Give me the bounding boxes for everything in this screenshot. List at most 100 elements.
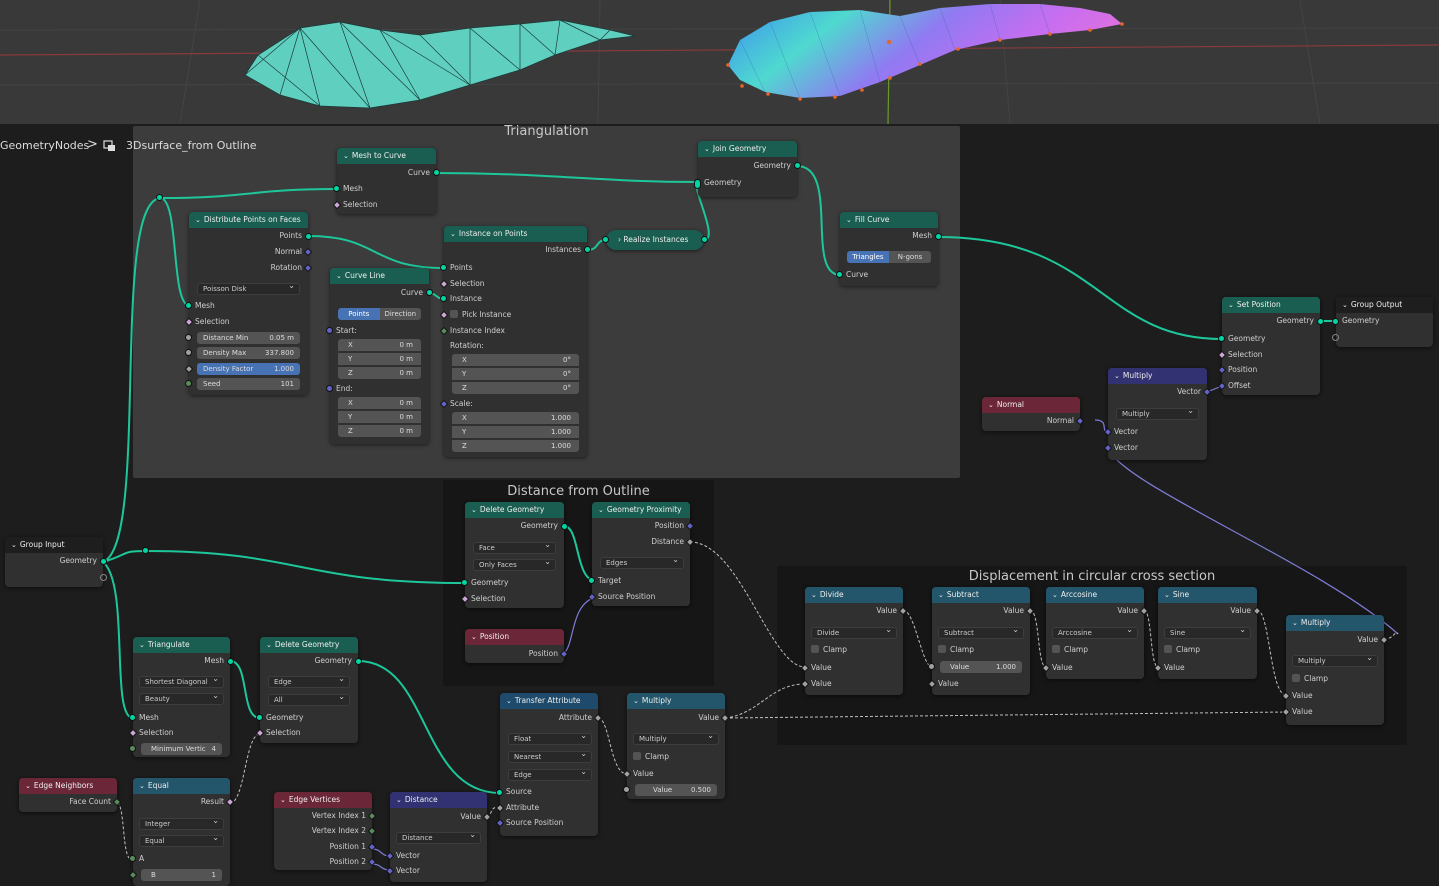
socket-target-in[interactable] bbox=[588, 577, 595, 584]
node-triangulate[interactable]: ⌄Triangulate Mesh Shortest Diagonal Beau… bbox=[128, 637, 234, 757]
socket-distance-min[interactable] bbox=[185, 334, 192, 341]
mapping-dropdown[interactable]: Nearest bbox=[508, 749, 592, 763]
socket-mesh-in[interactable] bbox=[129, 714, 136, 721]
socket-attribute-in[interactable] bbox=[495, 803, 505, 813]
socket-empty[interactable] bbox=[100, 574, 107, 581]
mode-points-button[interactable]: Points bbox=[338, 308, 380, 320]
node-mesh-to-curve[interactable]: ⌄Mesh to Curve Curve Mesh Selection bbox=[332, 148, 440, 214]
node-header[interactable]: ⌄Geometry Proximity bbox=[592, 502, 690, 518]
mode-ngons-button[interactable]: N-gons bbox=[889, 251, 931, 263]
node-header[interactable]: ⌄Multiply bbox=[1286, 615, 1384, 631]
node-header[interactable]: ⌄Delete Geometry bbox=[260, 637, 358, 653]
operation-dropdown[interactable]: Multiply bbox=[1292, 653, 1378, 667]
node-header[interactable]: ⌄Transfer Attribute bbox=[500, 693, 598, 709]
socket-a-in[interactable] bbox=[129, 855, 136, 862]
chevron-down-icon[interactable]: ⌄ bbox=[266, 641, 272, 649]
node-header[interactable]: ⌄Normal bbox=[982, 397, 1080, 413]
node-compare-equal[interactable]: ⌄Equal Result Integer Equal A B1 bbox=[128, 778, 235, 886]
domain-dropdown[interactable]: Edge bbox=[508, 767, 592, 781]
socket-geometry-out[interactable] bbox=[794, 162, 801, 169]
data-type-dropdown[interactable]: Integer bbox=[139, 816, 224, 830]
socket-position-1-out[interactable] bbox=[367, 842, 377, 852]
quad-method-dropdown[interactable]: Shortest Diagonal bbox=[139, 674, 224, 688]
chevron-down-icon[interactable]: ⌄ bbox=[139, 782, 145, 790]
node-header[interactable]: ⌄Edge Neighbors bbox=[19, 778, 117, 794]
chevron-down-icon[interactable]: ⌄ bbox=[1164, 591, 1170, 599]
node-header[interactable]: ⌄Set Position bbox=[1222, 297, 1320, 313]
data-type-dropdown[interactable]: Float bbox=[508, 731, 592, 745]
reroute-dot[interactable] bbox=[142, 547, 149, 554]
chevron-down-icon[interactable]: ⌄ bbox=[846, 216, 852, 224]
node-header[interactable]: ⌄Group Output bbox=[1336, 297, 1433, 313]
socket-geometry-out[interactable] bbox=[1317, 318, 1324, 325]
socket-value-in[interactable] bbox=[622, 769, 632, 779]
chevron-down-icon[interactable]: ⌄ bbox=[11, 541, 17, 549]
checkbox-icon[interactable] bbox=[450, 310, 458, 318]
node-math-divide[interactable]: ⌄Divide Value Divide Clamp Value Value bbox=[800, 587, 908, 695]
checkbox-icon[interactable] bbox=[811, 645, 819, 653]
socket-value-a-in[interactable] bbox=[928, 663, 935, 670]
socket-offset-in[interactable] bbox=[1217, 381, 1227, 391]
chevron-down-icon[interactable]: ⌄ bbox=[1292, 619, 1298, 627]
operation-dropdown[interactable]: Divide bbox=[811, 625, 897, 639]
node-group-input[interactable]: ⌄Group Input Geometry bbox=[5, 537, 107, 587]
socket-start[interactable] bbox=[326, 327, 333, 334]
chevron-down-icon[interactable]: ⌄ bbox=[471, 633, 477, 641]
socket-geometry-out[interactable] bbox=[701, 236, 708, 243]
checkbox-icon[interactable] bbox=[938, 645, 946, 653]
chevron-down-icon[interactable]: ⌄ bbox=[1228, 301, 1234, 309]
node-header[interactable]: ⌄Join Geometry bbox=[698, 141, 797, 157]
socket-vector-a-in[interactable] bbox=[1103, 427, 1113, 437]
pick-instance-checkbox[interactable]: Pick Instance bbox=[450, 309, 581, 321]
socket-curve-in[interactable] bbox=[836, 271, 843, 278]
chevron-down-icon[interactable]: ⌄ bbox=[336, 272, 342, 280]
mode-dropdown[interactable]: Only Faces bbox=[473, 557, 556, 571]
clamp-checkbox[interactable]: Clamp bbox=[1052, 644, 1138, 656]
socket-vector-b-in[interactable] bbox=[1103, 443, 1113, 453]
node-header[interactable]: ⌄Equal bbox=[133, 778, 230, 794]
socket-selection-in[interactable] bbox=[1217, 350, 1227, 360]
node-header[interactable]: ⌄Mesh to Curve bbox=[337, 148, 436, 164]
socket-source-in[interactable] bbox=[496, 789, 503, 796]
socket-position-2-out[interactable] bbox=[367, 857, 377, 867]
chevron-down-icon[interactable]: ⌄ bbox=[195, 216, 201, 224]
node-vector-multiply[interactable]: ⌄Multiply Vector Multiply Vector Vector bbox=[1103, 368, 1212, 460]
node-header[interactable]: ⌄Instance on Points bbox=[444, 226, 587, 242]
distribute-mode-dropdown[interactable]: Poisson Disk bbox=[197, 281, 300, 295]
clamp-checkbox[interactable]: Clamp bbox=[1292, 673, 1378, 685]
mode-triangles-button[interactable]: Triangles bbox=[847, 251, 889, 263]
socket-vector-b-in[interactable] bbox=[385, 866, 395, 876]
node-math-sine[interactable]: ⌄Sine Value Sine Clamp Value bbox=[1153, 587, 1262, 679]
chevron-down-icon[interactable]: ⌄ bbox=[811, 591, 817, 599]
node-header[interactable]: ⌄Delete Geometry bbox=[465, 502, 564, 518]
domain-dropdown[interactable]: Edge bbox=[268, 674, 350, 688]
socket-mesh-in[interactable] bbox=[185, 302, 192, 309]
node-header[interactable]: ⌄Distance bbox=[390, 792, 487, 808]
socket-mesh-in[interactable] bbox=[333, 185, 340, 192]
node-math-subtract[interactable]: ⌄Subtract Value Subtract Clamp Value1.00… bbox=[927, 587, 1035, 695]
socket-geometry-in[interactable] bbox=[461, 579, 468, 586]
socket-density-max[interactable] bbox=[185, 349, 192, 356]
node-math-multiply-final[interactable]: ⌄Multiply Value Multiply Clamp Value Val… bbox=[1281, 615, 1389, 725]
node-header[interactable]: ⌄Distribute Points on Faces bbox=[189, 212, 308, 228]
node-header[interactable]: ⌄Subtract bbox=[932, 587, 1030, 603]
socket-seed[interactable] bbox=[185, 380, 192, 387]
checkbox-icon[interactable] bbox=[1052, 645, 1060, 653]
socket-result-out[interactable] bbox=[225, 797, 235, 807]
socket-curve-out[interactable] bbox=[426, 289, 433, 296]
chevron-down-icon[interactable]: ⌄ bbox=[988, 401, 994, 409]
socket-value-out[interactable] bbox=[482, 812, 492, 822]
chevron-right-icon[interactable]: › bbox=[618, 235, 624, 244]
